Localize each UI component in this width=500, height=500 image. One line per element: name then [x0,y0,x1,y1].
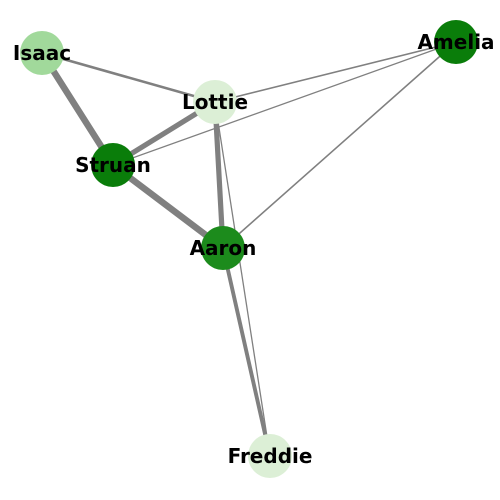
node-freddie [248,434,292,478]
node-label-aaron: Aaron [190,236,257,260]
node-label-amelia: Amelia [417,30,494,54]
node-label-freddie: Freddie [228,444,313,468]
node-amelia [434,20,478,64]
edge-isaac-lottie [40,51,217,104]
edge-aaron-freddie [221,246,272,458]
node-lottie [193,80,237,124]
node-isaac [20,31,64,75]
node-label-isaac: Isaac [13,41,71,65]
node-aaron [201,226,245,270]
edge-lottie-amelia [214,41,457,103]
edge-lottie-aaron [212,99,226,251]
edge-aaron-amelia [222,41,457,249]
node-label-struan: Struan [75,153,151,177]
node-struan [91,143,135,187]
node-label-lottie: Lottie [182,90,248,114]
edge-isaac-struan [38,49,117,169]
edge-lottie-freddie [214,101,271,457]
edge-struan-aaron [109,161,227,252]
nodes-layer [20,20,478,478]
edge-struan-amelia [112,41,457,166]
